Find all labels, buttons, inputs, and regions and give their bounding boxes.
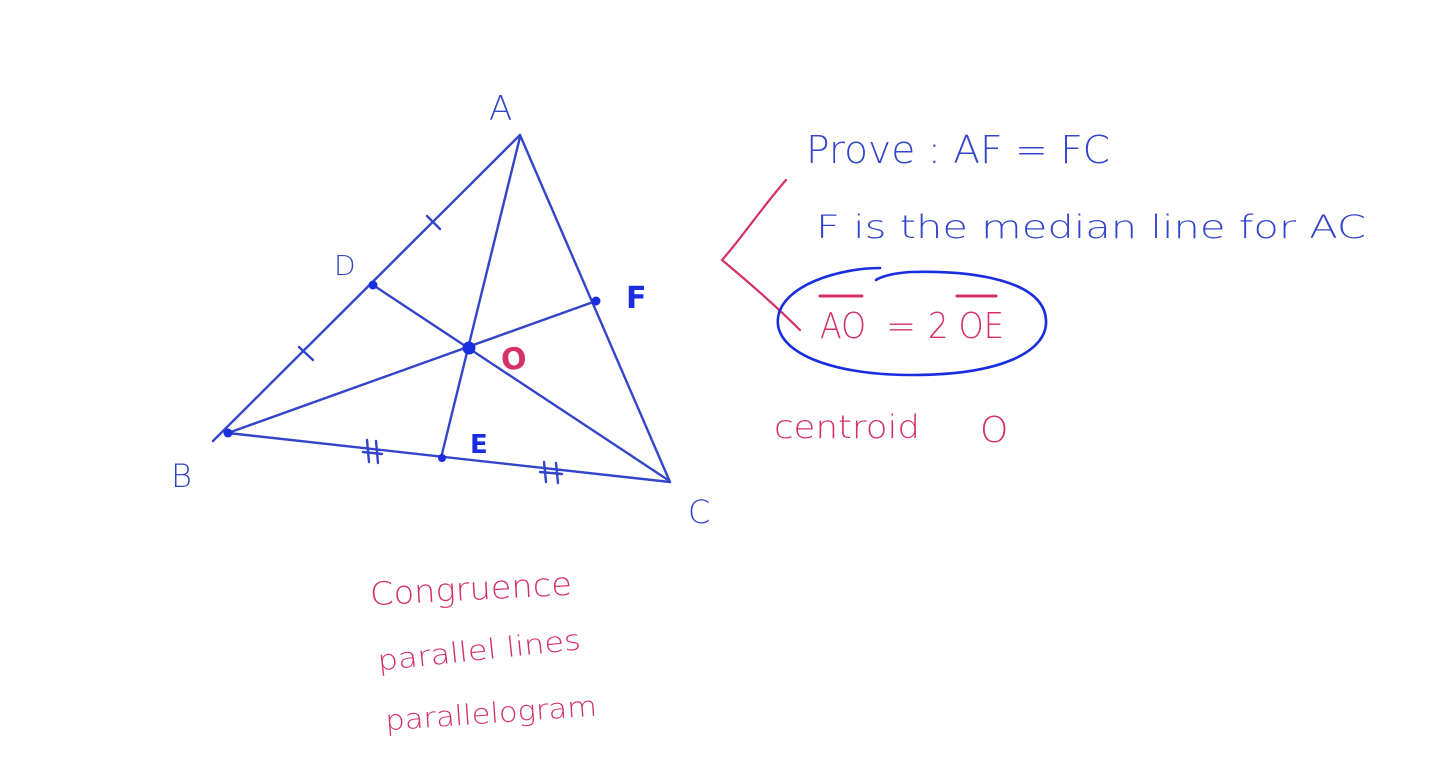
point-e [438, 454, 446, 462]
centroid-note: centroid O [774, 408, 1008, 451]
methods-list: Congruence parallel lines parallelogram [369, 565, 598, 738]
label-b: B [171, 457, 192, 495]
vertex-labels: A B C D [171, 89, 710, 531]
label-a: A [489, 89, 512, 129]
point-d [368, 280, 378, 290]
label-o: O [499, 341, 529, 379]
ratio-equals: = [886, 306, 916, 347]
median-cd [371, 283, 670, 482]
point-labels-bright: F E [470, 281, 647, 460]
centroid-point: O [980, 410, 1008, 451]
ratio-left: AO [820, 306, 866, 347]
ratio-ellipse [776, 266, 1048, 377]
tick-ad [425, 214, 442, 231]
method-item: parallelogram [384, 690, 598, 738]
tick-be-2 [374, 439, 380, 465]
label-f: F [626, 281, 647, 316]
side-ac [518, 133, 672, 484]
side-bc [226, 431, 672, 484]
side-ab [211, 133, 522, 443]
point-f [591, 296, 601, 306]
prove-statement: Prove : AF = FC [806, 128, 1110, 172]
label-d: D [334, 249, 356, 282]
method-item: parallel lines [376, 623, 582, 677]
point-b [223, 428, 233, 438]
median-bf [226, 299, 598, 435]
tick-be-3 [361, 450, 384, 456]
tick-ec-3 [538, 470, 564, 476]
median-statement: F is the median line for AC [816, 208, 1366, 246]
tick-be-1 [365, 438, 371, 464]
ratio-statement: AO = 2 OE [820, 306, 1004, 347]
proof-notes: Prove : AF = FC F is the median line for… [806, 128, 1366, 246]
ratio-right: 2 OE [928, 306, 1004, 347]
tick-db [297, 345, 315, 362]
triangle-abc [211, 133, 672, 484]
median-ae [439, 135, 522, 460]
medians [226, 135, 670, 482]
label-e: E [470, 430, 488, 460]
centroid-label: centroid [774, 408, 920, 446]
bracket-arrow [720, 178, 802, 332]
tick-marks [297, 214, 564, 485]
method-item: Congruence [369, 565, 573, 614]
points [223, 280, 601, 462]
point-o [462, 341, 476, 355]
label-c: C [688, 493, 710, 531]
